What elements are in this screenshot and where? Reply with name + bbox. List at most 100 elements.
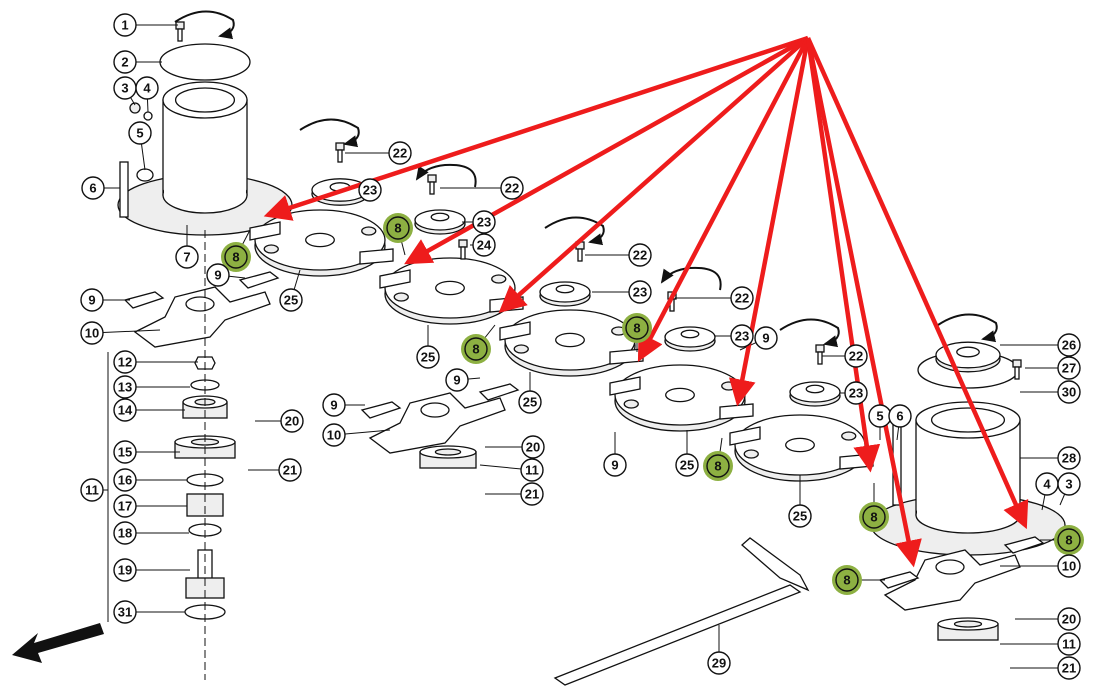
callout-number: 3	[121, 81, 128, 96]
callout: 9	[445, 368, 469, 392]
callout-number: 25	[793, 509, 807, 524]
cutting-disc	[609, 364, 754, 432]
callout-number: 17	[118, 499, 132, 514]
knife	[499, 321, 531, 341]
drive-hub	[419, 445, 477, 469]
callout-number: 21	[525, 487, 539, 502]
callout: 10	[80, 321, 104, 345]
callout-number: 31	[118, 605, 132, 620]
callout-number: 23	[849, 386, 863, 401]
callout-number: 27	[1062, 361, 1076, 376]
left-gearbox-housing	[117, 81, 293, 236]
callout-number: 11	[85, 483, 99, 498]
callout-number: 20	[526, 440, 540, 455]
callout-number: 2	[121, 55, 128, 70]
callout-number: 5	[876, 409, 883, 424]
knob	[136, 168, 154, 182]
red-arrow	[498, 36, 810, 313]
knife	[609, 348, 644, 365]
callout-number: 26	[1062, 338, 1076, 353]
callout-number: 23	[735, 329, 749, 344]
knife-holder	[133, 286, 271, 348]
callout-number: 18	[118, 526, 132, 541]
cutting-disc	[729, 414, 874, 482]
callout: 12	[113, 350, 137, 374]
skid-plate	[119, 161, 129, 218]
callout-number: 25	[284, 293, 298, 308]
callout-number: 1	[121, 18, 128, 33]
knife	[359, 248, 394, 265]
callout-number: 22	[735, 291, 749, 306]
callout-number: 10	[1062, 559, 1076, 574]
knife-blade	[878, 571, 920, 589]
nut	[129, 102, 141, 114]
callout-number: 13	[118, 380, 132, 395]
callout-number: 7	[183, 250, 190, 265]
callout-number: 9	[762, 331, 769, 346]
callout-number: 22	[393, 146, 407, 161]
callout-number: 10	[327, 428, 341, 443]
cover-plate	[159, 43, 251, 81]
callout-number: 15	[118, 445, 132, 460]
callout: 22	[628, 243, 652, 267]
callout: 5	[868, 404, 892, 428]
callout-highlighted: 8	[1054, 525, 1084, 555]
callout-number: 9	[88, 293, 95, 308]
curved-arrow-icon	[174, 10, 235, 40]
callout-highlighted: 8	[832, 565, 862, 595]
callout: 23	[472, 210, 496, 234]
callout: 9	[322, 393, 346, 417]
knife-blade	[238, 271, 280, 289]
callout-number: 19	[118, 563, 132, 578]
callout-number: 28	[1062, 451, 1076, 466]
callout: 5	[128, 121, 152, 145]
cutting-disc	[379, 257, 524, 325]
callout: 1	[113, 13, 137, 37]
shaft-tool	[741, 537, 810, 592]
callout: 9	[754, 326, 778, 350]
callout-number: 24	[477, 238, 492, 253]
callout: 30	[1057, 380, 1081, 404]
callout-number: 8	[472, 342, 479, 357]
drive-hub	[937, 617, 999, 641]
curved-arrow-icon	[660, 266, 722, 291]
callout: 22	[844, 344, 868, 368]
bolt	[427, 174, 437, 195]
callout: 11	[520, 458, 544, 482]
callout: 25	[675, 453, 699, 477]
callout: 10	[322, 423, 346, 447]
callout: 16	[113, 468, 137, 492]
callout: 25	[788, 504, 812, 528]
callout: 3	[1057, 472, 1081, 496]
callout-number: 25	[680, 458, 694, 473]
callout-number: 23	[633, 285, 647, 300]
callout: 23	[628, 280, 652, 304]
callout: 22	[500, 176, 524, 200]
knife-blade	[478, 383, 520, 401]
callout-highlighted: 8	[622, 313, 652, 343]
callout-number: 21	[1062, 661, 1076, 676]
callout: 20	[1057, 607, 1081, 631]
callout-number: 8	[1065, 533, 1072, 548]
callout: 28	[1057, 446, 1081, 470]
callout: 11	[1057, 632, 1081, 656]
callout: 19	[113, 558, 137, 582]
callout: 14	[113, 398, 137, 422]
callout: 15	[113, 440, 137, 464]
knife-blade	[360, 401, 402, 419]
callout-number: 22	[505, 181, 519, 196]
curved-arrow-icon	[937, 313, 998, 343]
callout-number: 9	[453, 373, 460, 388]
callout: 4	[135, 76, 159, 100]
callout: 10	[1057, 554, 1081, 578]
knife-blade	[1003, 536, 1045, 554]
callout: 20	[280, 409, 304, 433]
callout-number: 4	[143, 81, 151, 96]
red-arrow	[805, 37, 922, 568]
drive-shaft	[553, 584, 802, 686]
callout-highlighted: 8	[383, 213, 413, 243]
callout: 11	[80, 478, 104, 502]
callout: 7	[175, 245, 199, 269]
callout-number: 22	[633, 248, 647, 263]
